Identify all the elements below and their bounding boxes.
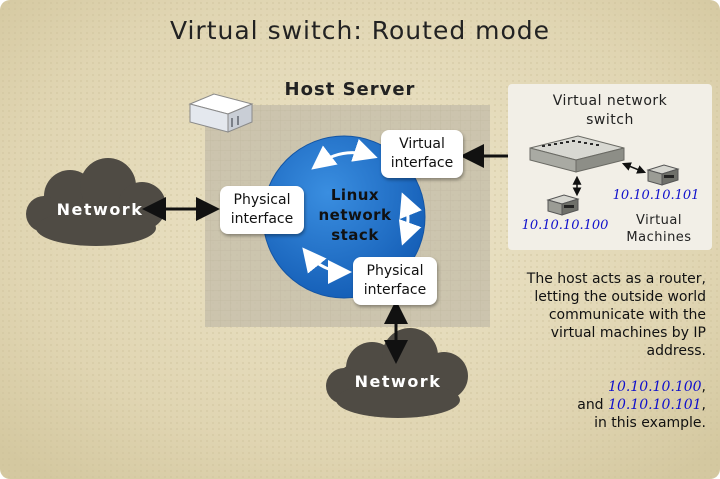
virtual-interface-box: Virtual interface — [381, 130, 463, 178]
linux-network-stack-label: Linux network stack — [300, 185, 410, 245]
network-bottom-label: Network — [354, 372, 442, 391]
virtual-switch-graphics — [529, 135, 680, 216]
vm2-ip-label: 10.10.10.101 — [612, 188, 700, 203]
physical-interface-bottom-line1: Physical — [366, 263, 424, 279]
stack-arrow-top — [311, 138, 378, 170]
stack-label-line2: network — [318, 206, 392, 224]
virtual-network-switch-title: Virtual network switch — [515, 92, 705, 130]
vm-label-line2: Machines — [626, 230, 692, 245]
description-line: The host acts as a router, — [526, 271, 706, 287]
stack-label-line3: stack — [331, 226, 379, 244]
example-line-3: in this example. — [594, 415, 706, 431]
physical-interface-bottom-box: Physical interface — [353, 257, 437, 305]
example-line-1: 10.10.10.100, — [470, 378, 706, 396]
example-line-2: and 10.10.10.101, — [470, 396, 706, 414]
virtual-interface-line1: Virtual — [399, 136, 445, 152]
virtual-machine-icon — [646, 164, 680, 186]
physical-interface-left-box: Physical interface — [220, 186, 304, 234]
example-ip-1: 10.10.10.100 — [608, 379, 702, 395]
network-cloud-left — [26, 158, 166, 246]
description-line: communicate with the — [548, 307, 706, 323]
host-server-title: Host Server — [284, 79, 416, 100]
example-prefix-2: and — [577, 397, 609, 413]
description-line: virtual machines by IP — [550, 325, 706, 341]
virtual-interface-line2: interface — [390, 155, 454, 171]
vns-title-line2: switch — [586, 112, 634, 128]
example-suffix-1: , — [701, 379, 706, 395]
description-text: The host acts as a router, letting the o… — [470, 270, 706, 432]
virtual-machines-label: Virtual Machines — [614, 212, 704, 246]
virtual-machine-icon — [546, 194, 580, 216]
network-left-label: Network — [56, 200, 144, 219]
example-ip-2: 10.10.10.101 — [608, 397, 702, 413]
vm-label-line1: Virtual — [636, 213, 682, 228]
vm1-ip-label: 10.10.10.100 — [521, 218, 609, 233]
stack-label-line1: Linux — [330, 186, 380, 204]
physical-interface-left-line2: interface — [230, 211, 294, 227]
stack-arrow-bottom — [302, 247, 352, 284]
diagram-title: Virtual switch: Routed mode — [169, 16, 551, 45]
network-switch-icon — [529, 135, 625, 173]
description-line: letting the outside world — [534, 289, 706, 305]
network-cloud-bottom — [326, 328, 468, 418]
physical-interface-left-line1: Physical — [233, 192, 291, 208]
stack-arrow-right — [398, 192, 422, 246]
vns-title-line1: Virtual network — [552, 93, 668, 109]
virtual-network-switch-panel — [508, 84, 712, 250]
server-icon — [188, 93, 254, 133]
arrow-switch-to-vm2 — [621, 162, 647, 174]
description-line: address. — [646, 343, 706, 359]
physical-interface-bottom-line2: interface — [363, 282, 427, 298]
example-suffix-2: , — [701, 397, 706, 413]
